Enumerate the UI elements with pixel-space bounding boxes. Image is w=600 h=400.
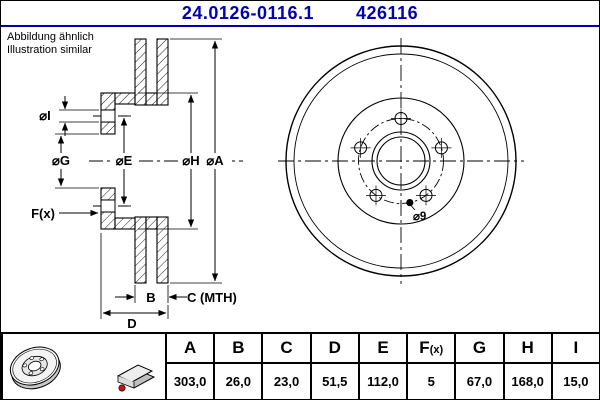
dim-label-dia-i: ⌀I — [39, 108, 50, 123]
col-f-label: F — [419, 338, 430, 357]
value-f: 5 — [406, 362, 455, 399]
col-a-label: A — [183, 338, 197, 357]
header-bar: 24.0126-0116.1 426116 — [1, 1, 599, 27]
value-d: 51,5 — [309, 362, 358, 399]
dim-label-dia-a: ⌀A — [206, 153, 224, 168]
value-b: 26,0 — [213, 362, 262, 399]
table-col-e: E — [357, 334, 406, 362]
table-col-i: I — [550, 334, 599, 362]
col-i-label: I — [573, 338, 579, 357]
note-line-en: Illustration similar — [7, 44, 92, 56]
dim-label-dia-9: ⌀9 — [413, 211, 426, 223]
table-image-cell — [3, 334, 165, 399]
table-col-d: D — [309, 334, 358, 362]
table-col-a: A — [165, 334, 213, 362]
reference-number: 426116 — [356, 2, 419, 23]
bolt-holes — [350, 108, 452, 206]
table-col-b: B — [213, 334, 261, 362]
value-g: 67,0 — [454, 362, 503, 399]
part-number: 24.0126-0116.1 — [181, 2, 315, 23]
value-i: 15,0 — [550, 362, 599, 399]
table-col-h: H — [502, 334, 551, 362]
value-h: 168,0 — [502, 362, 551, 399]
brake-pads-icon — [116, 364, 156, 392]
table-col-g: G — [454, 334, 502, 362]
dim-label-dia-g: ⌀G — [52, 153, 70, 168]
dim-label-b: B — [146, 290, 155, 305]
retaining-screw-hole — [406, 199, 414, 207]
col-c-label: C — [280, 338, 293, 357]
col-b-label: B — [232, 338, 245, 357]
dim-label-dia-h: ⌀H — [182, 153, 199, 168]
similarity-note: Abbildung ähnlich Illustration similar — [7, 31, 94, 57]
wear-indicator-dot — [118, 384, 126, 392]
table-col-f: F(x) — [406, 334, 454, 362]
col-h-label: H — [521, 338, 534, 357]
dim-label-dia-e: ⌀E — [116, 153, 133, 168]
note-line-de: Abbildung ähnlich — [7, 31, 94, 43]
value-c: 23,0 — [261, 362, 310, 399]
col-g-label: G — [472, 338, 487, 357]
table-col-c: C — [261, 334, 309, 362]
value-e: 112,0 — [357, 362, 407, 399]
dimensions-table: A B C D E F(x) G H I 303,0 26,0 23,0 51,… — [1, 332, 599, 399]
cross-section-view — [89, 38, 243, 284]
dim-label-f-x: F(x) — [31, 206, 55, 221]
col-e-label: E — [377, 338, 389, 357]
dimension-lines: ⌀A ⌀H ⌀E ⌀G ⌀I F(x) B C (MTH) D — [31, 38, 237, 331]
col-d-label: D — [328, 338, 341, 357]
dim-label-d: D — [127, 316, 136, 331]
brake-disc-3d-icon — [9, 346, 61, 390]
front-view: ⌀9 — [278, 38, 524, 284]
dim-label-c-mth: C (MTH) — [187, 290, 237, 305]
value-a: 303,0 — [165, 362, 214, 399]
